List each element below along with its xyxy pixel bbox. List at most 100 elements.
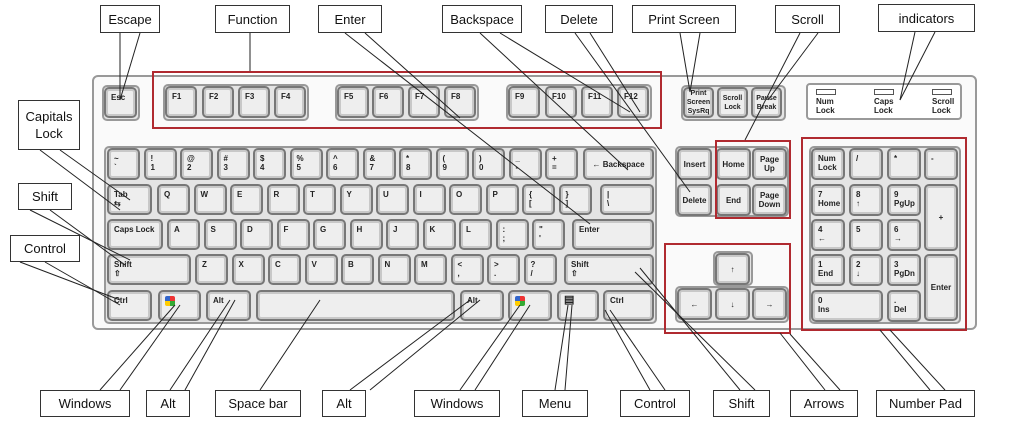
key-numpad-11[interactable]: 1 End bbox=[811, 254, 845, 286]
key-row1[interactable]: & 7 bbox=[362, 148, 396, 180]
callout-menu: Menu bbox=[522, 390, 588, 417]
key-numpad-8[interactable]: 4 ← bbox=[811, 219, 845, 251]
key-row4[interactable]: V bbox=[304, 254, 338, 285]
key-numpad-15[interactable]: 0 Ins bbox=[811, 290, 883, 322]
key-backspace[interactable]: ← Backspace bbox=[583, 148, 654, 180]
key-windows-right[interactable] bbox=[508, 290, 552, 321]
key-row4[interactable]: ? / bbox=[523, 254, 557, 285]
key-caps-lock[interactable]: Caps Lock bbox=[107, 219, 163, 250]
key-system-1[interactable]: Scroll Lock bbox=[717, 87, 748, 118]
key-row3[interactable]: K bbox=[422, 219, 456, 250]
key-numpad-10[interactable]: 6 → bbox=[887, 219, 921, 251]
key-numpad-16[interactable]: . Del bbox=[887, 290, 921, 322]
key-row3[interactable]: " ' bbox=[532, 219, 565, 250]
key-row2[interactable]: Q bbox=[157, 184, 190, 215]
key-row4[interactable]: > . bbox=[487, 254, 520, 285]
key-f4[interactable]: F4 bbox=[274, 86, 306, 118]
key-numpad-7[interactable]: + bbox=[924, 184, 958, 251]
key-row4[interactable]: Z bbox=[195, 254, 228, 285]
key-row4[interactable]: M bbox=[414, 254, 447, 285]
key-system-0[interactable]: Print Screen SysRq bbox=[683, 87, 714, 118]
key-nav-0[interactable]: Insert bbox=[677, 148, 712, 180]
key-shift-right[interactable]: Shift ⇧ bbox=[564, 254, 654, 285]
key-row3[interactable]: A bbox=[167, 219, 200, 250]
key-row2[interactable]: U bbox=[376, 184, 409, 215]
key-f3[interactable]: F3 bbox=[238, 86, 270, 118]
key-row2[interactable]: Y bbox=[339, 184, 373, 215]
key-numpad-1[interactable]: / bbox=[849, 148, 883, 180]
key-row3[interactable]: G bbox=[313, 219, 346, 250]
key-row3[interactable]: L bbox=[459, 219, 492, 250]
key-menu[interactable]: ▤ bbox=[557, 290, 599, 321]
key-numpad-12[interactable]: 2 ↓ bbox=[849, 254, 883, 286]
indicator-light: Num Lock bbox=[816, 89, 836, 115]
key-windows-left[interactable] bbox=[158, 290, 201, 321]
key-nav-5[interactable]: Page Down bbox=[752, 184, 787, 216]
key-row2[interactable]: I bbox=[412, 184, 446, 215]
key-row1[interactable]: ^ 6 bbox=[326, 148, 359, 180]
key-nav-4[interactable]: End bbox=[716, 184, 751, 216]
key-row4[interactable]: C bbox=[268, 254, 301, 285]
key-ctrl-left[interactable]: Ctrl bbox=[107, 290, 152, 321]
key-ctrl-right[interactable]: Ctrl bbox=[603, 290, 654, 321]
callout-arrows: Arrows bbox=[790, 390, 858, 417]
callout-windows-left: Windows bbox=[40, 390, 130, 417]
key-row2[interactable]: R bbox=[266, 184, 300, 215]
key-enter[interactable]: Enter bbox=[572, 219, 654, 250]
callout-shift-right: Shift bbox=[713, 390, 770, 417]
key-shift-left[interactable]: Shift ⇧ bbox=[107, 254, 191, 285]
key-system-2[interactable]: Pause Break bbox=[751, 87, 782, 118]
key-nav-1[interactable]: Home bbox=[716, 148, 751, 180]
key-row1[interactable]: $ 4 bbox=[253, 148, 286, 180]
key-nav-2[interactable]: Page Up bbox=[752, 148, 787, 180]
key-space[interactable] bbox=[256, 290, 455, 321]
key-row3[interactable]: F bbox=[276, 219, 310, 250]
key-esc[interactable]: Esc bbox=[104, 87, 137, 118]
key-row1[interactable]: % 5 bbox=[289, 148, 323, 180]
key-numpad-6[interactable]: 9 PgUp bbox=[887, 184, 921, 216]
key-backslash[interactable]: | \ bbox=[600, 184, 654, 215]
key-row3[interactable]: H bbox=[349, 219, 383, 250]
key-row4[interactable]: X bbox=[231, 254, 265, 285]
key-row1[interactable]: ( 9 bbox=[435, 148, 469, 180]
key-row1[interactable]: ) 0 bbox=[472, 148, 505, 180]
key-numpad-4[interactable]: 7 Home bbox=[811, 184, 845, 216]
key-row1[interactable]: * 8 bbox=[399, 148, 432, 180]
key-alt-right[interactable]: Alt bbox=[460, 290, 504, 321]
key-numpad-3[interactable]: - bbox=[924, 148, 958, 180]
key-row2[interactable]: P bbox=[485, 184, 519, 215]
key-f1[interactable]: F1 bbox=[165, 86, 197, 118]
key-numpad-13[interactable]: 3 PgDn bbox=[887, 254, 921, 286]
key-row3[interactable]: J bbox=[386, 219, 419, 250]
key-row1[interactable]: # 3 bbox=[216, 148, 250, 180]
callout-space-bar: Space bar bbox=[215, 390, 301, 417]
key-row2[interactable]: E bbox=[230, 184, 263, 215]
key-row1[interactable]: _ - bbox=[508, 148, 542, 180]
key-row4[interactable]: < , bbox=[450, 254, 484, 285]
key-row2[interactable]: O bbox=[449, 184, 482, 215]
key-row3[interactable]: D bbox=[240, 219, 273, 250]
key-row4[interactable]: N bbox=[377, 254, 411, 285]
key-nav-3[interactable]: Delete bbox=[677, 184, 712, 216]
key-row2[interactable]: T bbox=[303, 184, 336, 215]
key-f2[interactable]: F2 bbox=[202, 86, 234, 118]
key-numpad-5[interactable]: 8 ↑ bbox=[849, 184, 883, 216]
key-numpad-2[interactable]: * bbox=[887, 148, 921, 180]
key-tab[interactable]: Tab ⇆ bbox=[107, 184, 152, 215]
key-row4[interactable]: B bbox=[341, 254, 374, 285]
key-row2[interactable]: W bbox=[193, 184, 227, 215]
key-numpad-0[interactable]: Num Lock bbox=[811, 148, 845, 180]
key-row1[interactable]: @ 2 bbox=[180, 148, 213, 180]
key-alt-left[interactable]: Alt bbox=[206, 290, 251, 321]
key-numpad-9[interactable]: 5 bbox=[849, 219, 883, 251]
key-numpad-14[interactable]: Enter bbox=[924, 254, 958, 321]
key-row3[interactable]: S bbox=[203, 219, 237, 250]
callout-shift-left: Shift bbox=[18, 183, 72, 210]
key-row1[interactable]: + = bbox=[545, 148, 578, 180]
key-row2[interactable]: { [ bbox=[522, 184, 555, 215]
key-row1[interactable]: ~ ` bbox=[107, 148, 140, 180]
key-row3[interactable]: : ; bbox=[495, 219, 529, 250]
key-row1[interactable]: ! 1 bbox=[143, 148, 177, 180]
key-row2[interactable]: } ] bbox=[558, 184, 592, 215]
